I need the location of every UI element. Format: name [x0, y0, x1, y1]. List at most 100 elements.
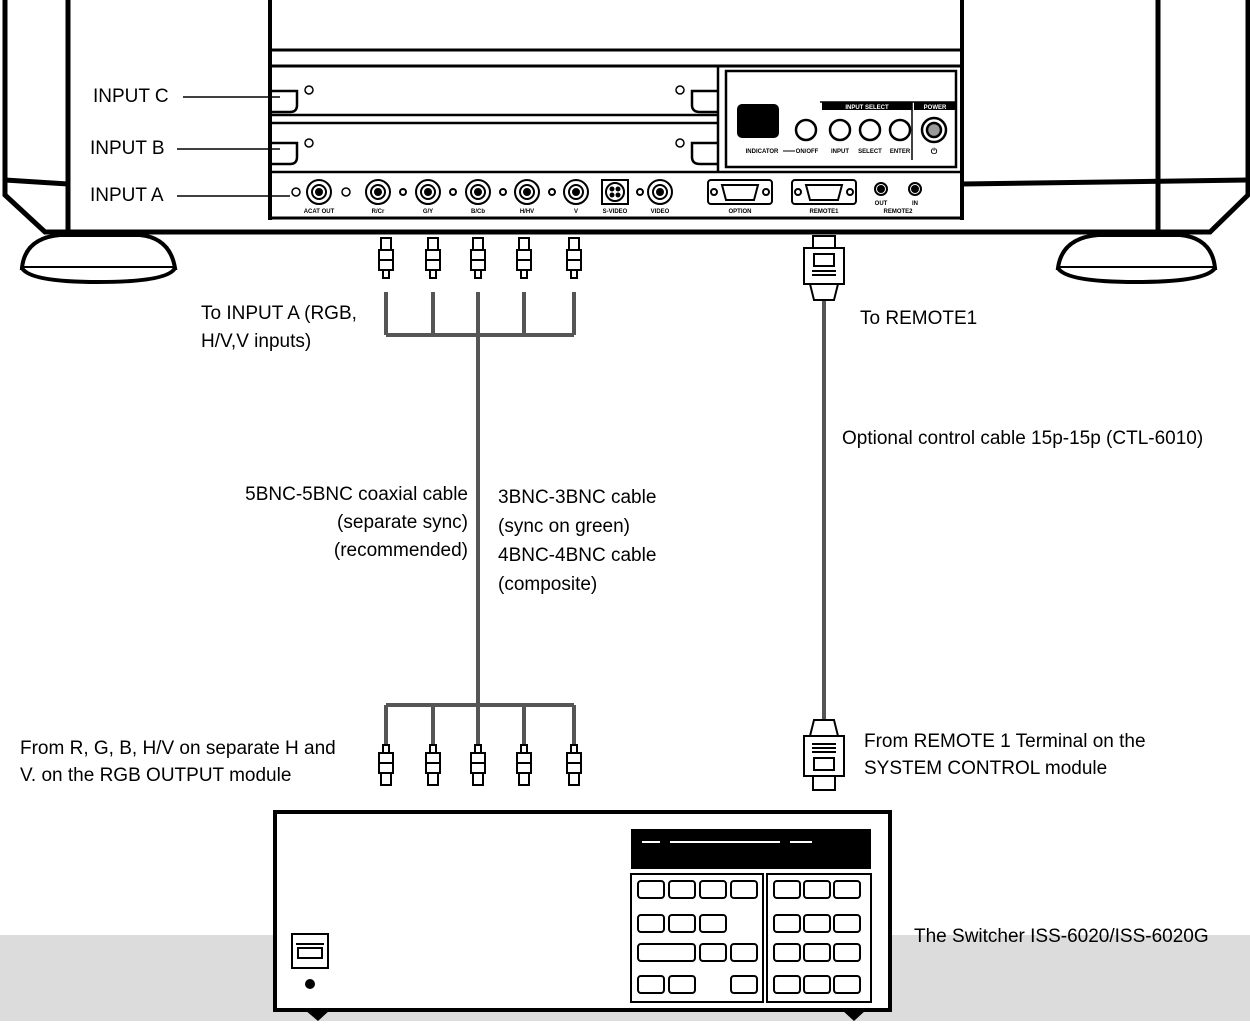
switcher-key: [833, 914, 861, 933]
h-hv-connector: [514, 179, 540, 205]
switcher-key: [833, 880, 861, 899]
cable-5bnc-label-1: 5BNC-5BNC coaxial cable: [245, 484, 468, 505]
enter-label: ENTER: [890, 149, 911, 155]
input-select-label: INPUT SELECT: [845, 105, 889, 111]
remote1-label: REMOTE1: [809, 209, 839, 215]
indicator-display: [737, 104, 779, 138]
bnc-plug: [566, 744, 582, 786]
switcher-key: [699, 880, 727, 899]
from-rgb-label-1: From R, G, B, H/V on separate H and: [20, 738, 336, 759]
d-sub-plug-top: [803, 235, 845, 301]
bnc-plug: [425, 237, 441, 279]
bnc-plugs-top: [378, 237, 582, 279]
bnc-plug: [566, 237, 582, 279]
v-connector: [563, 179, 589, 205]
switcher-indicator: [305, 979, 315, 989]
input-a-label: INPUT A: [90, 185, 164, 206]
to-input-a-label-1: To INPUT A (RGB,: [201, 303, 357, 324]
s-video-label: S-VIDEO: [603, 209, 628, 215]
switcher-label: The Switcher ISS-6020/ISS-6020G: [914, 926, 1209, 947]
switcher-key: [773, 975, 801, 994]
from-remote-label-1: From REMOTE 1 Terminal on the: [864, 731, 1146, 752]
on-off-label: ON/OFF: [796, 149, 819, 155]
optional-cable-label: Optional control cable 15p-15p (CTL-6010…: [842, 428, 1204, 449]
bnc-connectors: [306, 179, 673, 205]
switcher-key: [668, 914, 696, 933]
g-y-label: G/Y: [423, 209, 433, 215]
switcher-key: [699, 914, 727, 933]
projector-foot-right: [1055, 233, 1218, 285]
switcher-key: [833, 943, 861, 962]
input-select-header: [822, 102, 912, 110]
switcher-key: [773, 914, 801, 933]
in-label: IN: [912, 201, 918, 207]
cable-3bnc-label-1: 3BNC-3BNC cable: [498, 487, 657, 508]
r-cr-connector: [365, 179, 391, 205]
switcher-key: [803, 914, 831, 933]
g-y-connector: [415, 179, 441, 205]
switcher-key: [773, 943, 801, 962]
switcher-key: [730, 975, 758, 994]
remote2-label: REMOTE2: [883, 209, 913, 215]
switcher-key: [730, 880, 758, 899]
select-label: SELECT: [858, 149, 882, 155]
switcher-display: [631, 829, 871, 869]
option-connector: [707, 179, 773, 205]
cable-4bnc-label-1: 4BNC-4BNC cable: [498, 545, 657, 566]
switcher-key: [668, 880, 696, 899]
power-label: POWER: [924, 105, 947, 111]
remote2-jacks: [874, 182, 922, 196]
rear-panel: [268, 0, 964, 220]
h-hv-label: H/HV: [520, 209, 534, 215]
from-remote-label-2: SYSTEM CONTROL module: [864, 758, 1108, 779]
bnc-plug: [470, 744, 486, 786]
option-label: OPTION: [728, 209, 751, 215]
acat-out-label: ACAT OUT: [304, 209, 335, 215]
switcher-key: [803, 943, 831, 962]
r-cr-label: R/Cr: [372, 209, 385, 215]
b-cb-connector: [465, 179, 491, 205]
switcher-key: [730, 943, 758, 962]
switcher-key: [773, 880, 801, 899]
bnc-plugs-bottom: [378, 744, 582, 786]
switcher-key: [833, 975, 861, 994]
to-remote1-label: To REMOTE1: [860, 308, 978, 329]
input-leader-lines: [177, 96, 290, 197]
out-label: OUT: [875, 201, 888, 207]
switcher-key: [637, 975, 665, 994]
bnc-plug: [378, 744, 394, 786]
acat-out-connector: [306, 179, 332, 205]
input-c-label: INPUT C: [93, 86, 169, 107]
switcher-key: [637, 880, 665, 899]
remote1-connector: [791, 179, 857, 205]
cable-3bnc-label-2: (sync on green): [498, 516, 631, 537]
switcher-key: [803, 880, 831, 899]
input-button: [828, 118, 852, 142]
switcher-power-switch: [291, 933, 329, 969]
power-symbol: ⏻: [931, 147, 938, 156]
slot-screws: [291, 85, 685, 197]
bnc-cable-bundle: [384, 292, 576, 745]
from-rgb-label-2: V. on the RGB OUTPUT module: [20, 765, 292, 786]
bnc-plug: [516, 237, 532, 279]
on-off-button: [794, 118, 818, 142]
d-sub-plug-bottom: [803, 719, 845, 791]
bnc-plug: [378, 237, 394, 279]
v-label: V: [574, 209, 578, 215]
indicator-label: INDICATOR: [746, 149, 779, 155]
bnc-plug: [470, 237, 486, 279]
cable-5bnc-label-2: (separate sync): [337, 512, 468, 533]
projector-foot-left: [19, 233, 178, 285]
video-connector: [647, 179, 673, 205]
switcher-key: [637, 914, 665, 933]
select-button: [858, 118, 882, 142]
switcher-unit: [273, 810, 892, 1021]
switcher-key: [699, 943, 727, 962]
bnc-plug: [425, 744, 441, 786]
s-video-connector: [601, 179, 629, 205]
switcher-key: [637, 943, 696, 962]
projector-body: [2, 0, 1250, 235]
bnc-plug: [516, 744, 532, 786]
cable-5bnc-label-3: (recommended): [333, 540, 468, 561]
enter-button: [888, 118, 912, 142]
